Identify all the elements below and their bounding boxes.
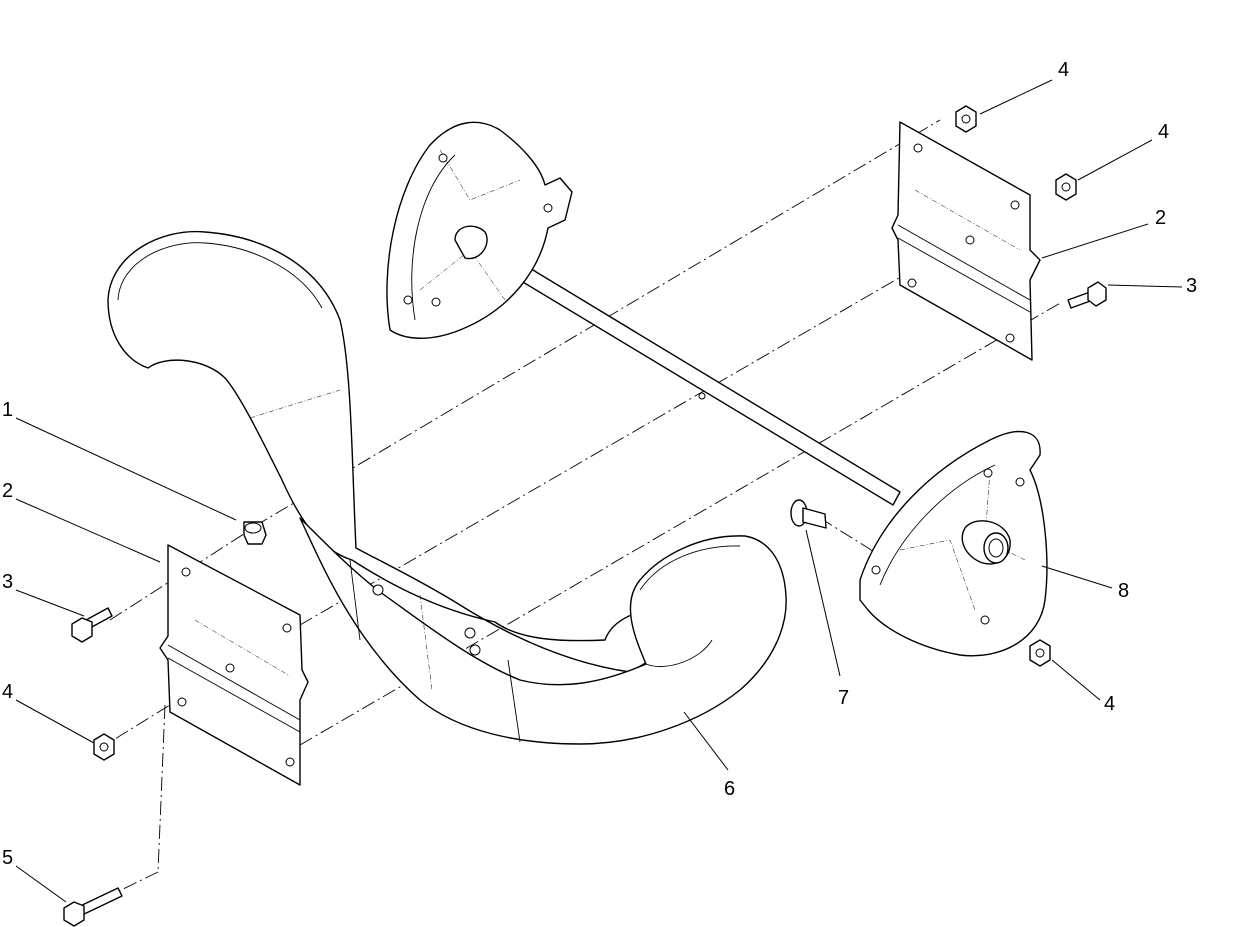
callout-4-upper-right: 4 (1158, 121, 1169, 143)
callout-4-left: 4 (2, 681, 13, 703)
callout-3-left: 3 (2, 571, 13, 593)
callout-2-right: 2 (1155, 207, 1166, 229)
callout-7: 7 (838, 687, 849, 709)
callout-leader-lines (15, 79, 1183, 903)
nuts-part-4 (93, 105, 1077, 761)
callout-4-lower-right: 4 (1104, 693, 1115, 715)
callout-1: 1 (2, 399, 13, 421)
bolt-part-3-right (1067, 281, 1107, 309)
callout-3-right: 3 (1186, 275, 1197, 297)
callout-labels: 1 2 2 3 3 4 4 4 4 5 6 7 8 (2, 59, 1197, 869)
callout-8: 8 (1118, 580, 1129, 602)
callout-6: 6 (724, 778, 735, 800)
front-side-plate (859, 430, 1048, 657)
callout-4-top: 4 (1058, 59, 1069, 81)
mounting-plate-right (891, 121, 1041, 361)
rear-side-plate (386, 121, 573, 339)
bolt-part-3-left (71, 607, 113, 643)
callout-2-left: 2 (2, 480, 13, 502)
mounting-plate-left (159, 544, 309, 786)
bushing-part-1 (243, 521, 267, 545)
chute-housing (107, 230, 787, 745)
bolt-part-5 (63, 887, 123, 927)
callout-5: 5 (2, 847, 13, 869)
carriage-bolt-part-7 (790, 499, 827, 529)
